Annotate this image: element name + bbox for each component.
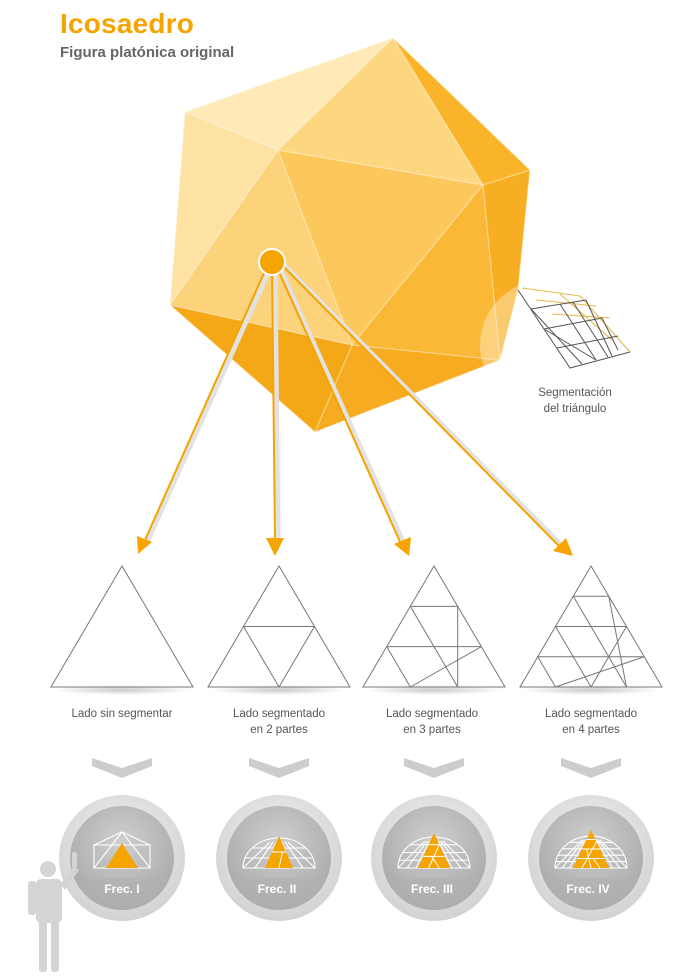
dome-4 <box>528 795 654 921</box>
chevron-4 <box>561 758 621 778</box>
chevrons <box>92 758 621 778</box>
segment-label-4: Lado segmentado en 4 partes <box>526 706 656 738</box>
segment-label-1: Lado sin segmentar <box>57 706 187 722</box>
dome-circles <box>59 795 654 921</box>
triangle-freq-1 <box>50 565 194 688</box>
segmentation-inset <box>517 287 631 369</box>
segment-label-2-line2: en 2 partes <box>250 724 308 736</box>
person-icon <box>28 852 79 972</box>
triangle-freq-4 <box>519 565 663 688</box>
triangle-freq-3 <box>362 565 506 688</box>
segment-label-3: Lado segmentado en 3 partes <box>367 706 497 738</box>
icosahedron-shape <box>169 37 610 433</box>
arrow-head-4 <box>553 538 573 556</box>
triangle-freq-2 <box>207 565 351 688</box>
chevron-2 <box>249 758 309 778</box>
dome-1 <box>59 795 185 921</box>
segment-label-3-line1: Lado segmentado <box>385 708 479 720</box>
arrows <box>137 248 573 556</box>
arrow-head-2 <box>266 538 284 556</box>
freq-label-4: Frec. IV <box>566 882 610 896</box>
freq-label-2: Frec. II <box>257 882 297 896</box>
segmentation-label: Segmentación del triángulo <box>515 385 635 417</box>
segment-label-2: Lado segmentado en 2 partes <box>214 706 344 738</box>
freq-label-3: Frec. III <box>410 882 454 896</box>
segment-label-2-line1: Lado segmentado <box>232 708 326 720</box>
chevron-3 <box>404 758 464 778</box>
page-title: Icosaedro <box>60 8 195 39</box>
dome-3 <box>371 795 497 921</box>
segment-label-4-line2: en 4 partes <box>562 724 620 736</box>
segmentation-label-line2: del triángulo <box>543 403 607 415</box>
dome-2 <box>216 795 342 921</box>
arrow-head-3 <box>394 537 411 556</box>
segmentation-label-line1: Segmentación <box>538 387 612 399</box>
arrow-head-1 <box>137 536 152 554</box>
segment-label-1-line1: Lado sin segmentar <box>71 708 173 720</box>
page-subtitle: Figura platónica original <box>60 44 235 61</box>
freq-label-1: Frec. I <box>104 882 140 896</box>
segmented-triangles <box>50 565 663 695</box>
center-node <box>258 248 286 276</box>
segment-label-3-line2: en 3 partes <box>403 724 461 736</box>
segment-label-4-line1: Lado segmentado <box>544 708 638 720</box>
chevron-1 <box>92 758 152 778</box>
